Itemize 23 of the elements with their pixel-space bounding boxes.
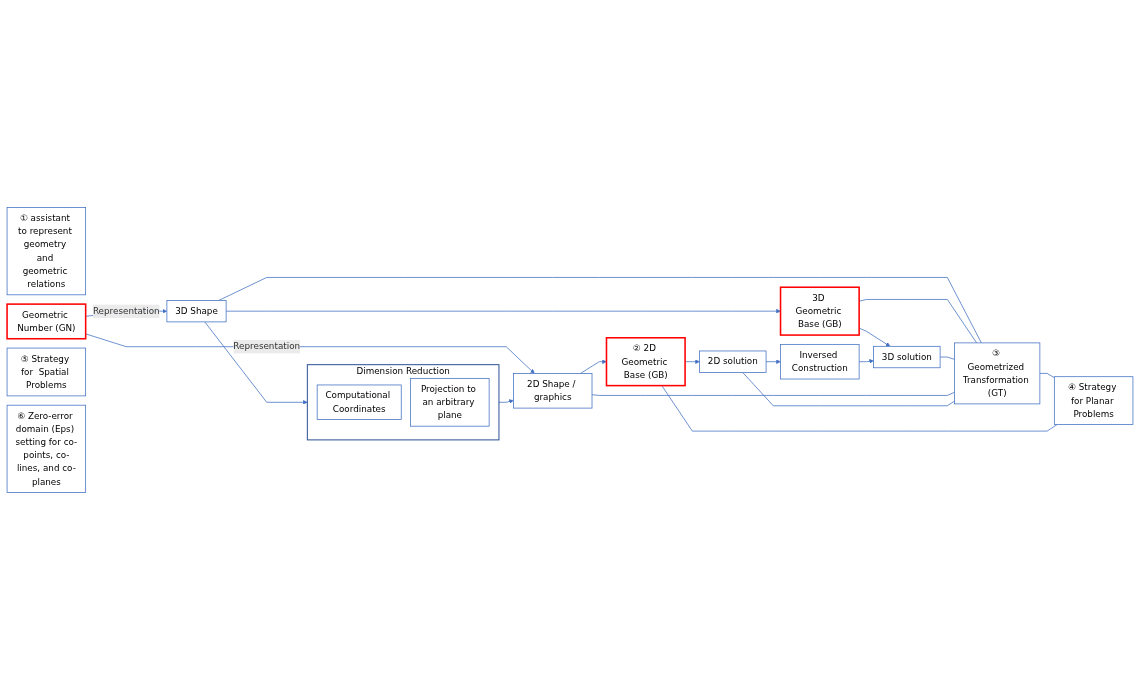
edge-label: Representation [232, 341, 300, 352]
node-box: Geometric Number (GN) [5, 303, 86, 340]
connector [741, 372, 955, 407]
node-box: 3D Shape [166, 300, 226, 323]
connector [1038, 373, 1055, 378]
node-box: 3D Geometric Base (GB) [779, 286, 860, 336]
node-box: Computational Coordinates [316, 384, 402, 420]
node-box: Inversed Construction [779, 344, 859, 380]
node-box: Projection to an arbitrary plane [409, 378, 489, 427]
connector [660, 385, 1058, 432]
node-box: ③ Geometrized Transformation (GT) [953, 342, 1040, 405]
connector [939, 356, 955, 360]
connector [591, 391, 955, 396]
connector [858, 299, 977, 344]
node-box: ⑥ Zero-error domain (Eps) setting for co-points, co-lines, and co-planes [6, 404, 86, 493]
node-box: ① assistant to represent geometry and geometric relations [6, 207, 86, 296]
node-box: ④ Strategy for Planar Problems [1053, 376, 1133, 425]
edge-label: Representation [92, 305, 160, 316]
node-box: ② 2D Geometric Base (GB) [605, 337, 686, 387]
node-box: 2D solution [698, 350, 766, 373]
node-box: 3D solution [872, 345, 940, 369]
node-box: 2D Shape / graphics [512, 373, 592, 409]
node-box: ⑤ Strategy for Spatial Problems [6, 347, 86, 397]
